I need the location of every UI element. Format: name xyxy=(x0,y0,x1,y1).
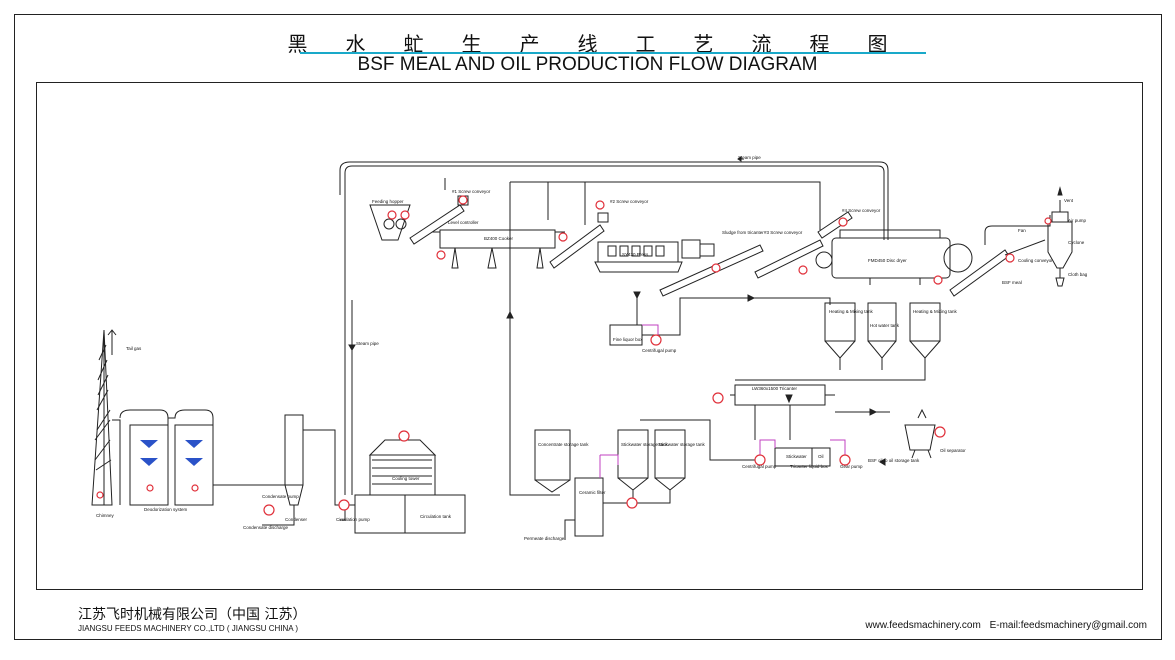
label-feeding-hopper: Feeding hopper xyxy=(372,199,404,204)
tricanter-liquid-box xyxy=(774,447,831,467)
equipment-labels: Steam pipe Steam pipe Feeding hopper #1 … xyxy=(96,155,1088,541)
label-cooker: BZ400 Cooker xyxy=(484,236,514,241)
cooling-tower xyxy=(368,439,437,496)
label-fine-liquor-box: Fine liquor box xyxy=(613,337,643,342)
label-concentrate-tank: Concentrate storage tank xyxy=(538,442,589,447)
flow-arrows xyxy=(348,156,1063,466)
label-level-controller: Level controller xyxy=(448,220,479,225)
label-oil-box: Oil xyxy=(818,454,824,459)
diagram-border xyxy=(36,82,1143,590)
label-steam-pipe: Steam pipe xyxy=(738,155,761,160)
chimney xyxy=(91,329,117,506)
scrubber-packing xyxy=(140,440,203,466)
label-dryer: FMD450 Disc dryer xyxy=(868,258,907,263)
label-tricanter: LW360x1500 Tricanter xyxy=(752,386,797,391)
label-steam-pipe-vertical: Steam pipe xyxy=(356,341,379,346)
label-bsf-oil-tank: BSF oil to oil storage tank xyxy=(868,458,920,463)
label-heating-tank2: Heating & Mixing tank xyxy=(913,309,958,314)
label-stickwater-tank2: Stickwater storage tank xyxy=(658,442,706,447)
disc-dryer xyxy=(815,229,973,285)
label-circulation-pump: Circulation pump xyxy=(336,517,370,522)
deodorization-system xyxy=(112,409,290,506)
feeding-hopper xyxy=(369,204,411,241)
tricanter xyxy=(730,384,890,440)
company-name-chinese: 江苏飞时机械有限公司（中国 江苏） xyxy=(78,607,307,623)
label-air-pump: Air pump xyxy=(1068,218,1087,223)
label-press: SY430 Press xyxy=(622,252,649,257)
screw-press xyxy=(594,239,715,273)
heating-tanks xyxy=(735,302,941,381)
label-tricanter-liquid-box: Tricanter liquid box xyxy=(790,464,829,469)
company-name-english: JIANGSU FEEDS MACHINERY CO.,LTD ( JIANGS… xyxy=(78,624,299,633)
fine-liquor-box xyxy=(609,295,831,346)
stickwater-tanks xyxy=(603,419,760,504)
cooling-conveyor xyxy=(949,215,1051,297)
label-ceramic-filter: Ceramic filter xyxy=(579,490,606,495)
label-bsf-meal: BSF meal xyxy=(1002,280,1022,285)
screw-conveyor-2 xyxy=(549,212,609,269)
screw-conveyor-3 xyxy=(659,239,824,297)
screw-conveyor-4 xyxy=(817,211,853,239)
label-tail-gas: Tail gas xyxy=(126,346,142,351)
label-chimney: Chimney xyxy=(96,513,115,518)
title-underline xyxy=(300,52,926,54)
label-cooling-tower: Cooling tower xyxy=(392,476,420,481)
label-circulation-tank: Circulation tank xyxy=(420,514,452,519)
drawing-frame xyxy=(14,14,1162,640)
label-stickwater-box: Stickwater xyxy=(786,454,807,459)
label-screw3: #3 Screw conveyor xyxy=(764,230,803,235)
label-sludge: Sludge from tricanter xyxy=(722,230,764,235)
label-cloth-bag: Cloth bag xyxy=(1068,272,1088,277)
cyclone xyxy=(1047,200,1073,287)
concentrate-tank xyxy=(534,429,571,493)
email-link[interactable]: E-mail:feedsmachinery@gmail.com xyxy=(989,620,1147,631)
label-condensate-pump: Condensate pump xyxy=(262,494,299,499)
label-vent: Vent xyxy=(1064,198,1074,203)
ceramic-filter xyxy=(564,477,604,540)
label-permeate-discharge: Permeate discharge xyxy=(524,536,565,541)
label-hot-water-tank: Hot water tank xyxy=(870,323,900,328)
oil-separator xyxy=(904,408,936,459)
steam-pipe-top xyxy=(339,161,889,295)
label-centrifugal-pump2: Centrifugal pump xyxy=(742,464,777,469)
label-oil-separator: Oil separator xyxy=(940,448,966,453)
label-centrifugal-pump1: Centrifugal pump xyxy=(642,348,677,353)
steam-pipe-vertical xyxy=(344,195,560,496)
label-condenser: Condenser xyxy=(285,517,308,522)
label-cooling-conveyor: Cooling conveyor xyxy=(1018,258,1053,263)
label-fan: Fan xyxy=(1018,228,1026,233)
contact-info: www.feedsmachinery.com E-mail:feedsmachi… xyxy=(859,620,1147,631)
label-screw1: #1 Screw conveyor xyxy=(452,189,491,194)
label-cyclone: Cyclone xyxy=(1068,240,1085,245)
label-gear-pump: Gear pump xyxy=(840,464,863,469)
motor-icons xyxy=(96,195,1052,516)
label-deodorization: Deodorization system xyxy=(144,507,188,512)
label-condensate-discharge: Condensate discharge xyxy=(243,525,289,530)
cooker xyxy=(432,229,565,269)
website-link[interactable]: www.feedsmachinery.com xyxy=(865,620,981,631)
label-heating-tank1: Heating & Mixing tank xyxy=(829,309,874,314)
title-english: BSF MEAL AND OIL PRODUCTION FLOW DIAGRAM xyxy=(357,54,818,75)
label-screw4: #4 Screw conveyor xyxy=(842,208,881,213)
label-stickwater-tank1: Stickwater storage tank xyxy=(621,442,669,447)
magenta-pipes xyxy=(599,324,846,478)
label-screw2: #2 Screw conveyor xyxy=(610,199,649,204)
